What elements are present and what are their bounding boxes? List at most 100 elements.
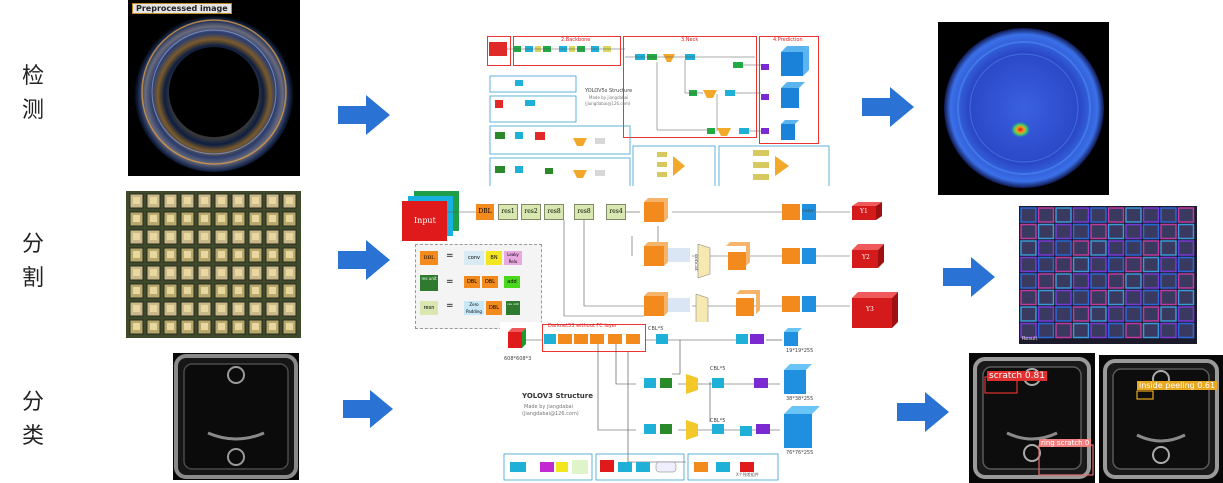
row-label-segment: 分 割 xyxy=(18,228,48,296)
row-label-char: 检 xyxy=(21,64,44,89)
segmentation-cell xyxy=(1125,289,1142,306)
chip-pad xyxy=(252,287,259,294)
segmentation-cell xyxy=(1125,273,1142,289)
arrow-right-icon xyxy=(338,240,390,280)
segmentation-cell xyxy=(1160,306,1177,322)
row-label-char: 分 xyxy=(21,390,44,415)
chip-pad xyxy=(133,305,140,312)
segmentation-cell xyxy=(1090,273,1107,289)
segmentation-cell xyxy=(1177,306,1195,322)
row-label-char: 测 xyxy=(21,98,44,123)
arrow-right-icon xyxy=(338,95,390,135)
chip-pad xyxy=(150,269,157,276)
input-image-package xyxy=(173,353,299,480)
chip-pad xyxy=(235,251,242,258)
segmentation-cell xyxy=(1090,306,1107,322)
chip-pad xyxy=(150,323,157,330)
legend-add: add xyxy=(504,276,520,288)
block-label: res4 xyxy=(609,208,623,215)
input-label: Input xyxy=(414,216,436,225)
diagram-made-by: Made by jiangdabai xyxy=(524,404,573,410)
segmentation-cell xyxy=(1177,223,1195,240)
segmentation-cell xyxy=(1160,207,1177,223)
chip-pad xyxy=(133,197,140,204)
heatmap-image xyxy=(944,28,1104,188)
segmentation-cell xyxy=(1037,289,1055,306)
prediction-section xyxy=(759,36,819,144)
chip-pad xyxy=(150,251,157,258)
output-heatmap xyxy=(938,22,1109,195)
chip-pad xyxy=(235,233,242,240)
row-label-char: 割 xyxy=(21,266,44,291)
yolov5s-structure-diagram: 2.Backbone 3.Neck 4.Prediction YOLOV5s S… xyxy=(485,32,831,192)
segmentation-grid-image xyxy=(1020,207,1195,339)
segmentation-cell xyxy=(1037,256,1055,273)
legend-resn: resn xyxy=(420,301,438,315)
segmentation-cell xyxy=(1125,256,1142,273)
block-label: res1 xyxy=(501,208,515,215)
arrow-right-icon xyxy=(897,392,949,432)
chip-pad xyxy=(150,233,157,240)
segmentation-cell xyxy=(1177,207,1195,223)
chip-pad xyxy=(235,269,242,276)
arrow-right-icon xyxy=(943,257,995,297)
chip-pad xyxy=(235,287,242,294)
chip-pad xyxy=(286,323,293,330)
segmentation-cell xyxy=(1107,306,1125,322)
chip-pad xyxy=(252,197,259,204)
diagram-title: YOLOV3 Structure xyxy=(522,392,593,400)
segmentation-cell xyxy=(1125,240,1142,256)
legend-res-unit: res unit xyxy=(506,301,520,315)
detection-image-1 xyxy=(973,357,1094,479)
segmentation-cell xyxy=(1055,289,1072,306)
detection-label-scratch: scratch 0.81 xyxy=(987,371,1047,381)
segmentation-cell xyxy=(1037,322,1055,339)
yolov3-structure-diagram: Darknet53 without FC layer 608*608*3 CBL… xyxy=(500,322,820,483)
segmentation-cell xyxy=(1072,207,1090,223)
segmentation-cell xyxy=(1090,223,1107,240)
segmentation-cell xyxy=(1055,207,1072,223)
segmentation-cell xyxy=(1072,322,1090,339)
chip-pad xyxy=(133,215,140,222)
legend-zero-padding: Zero Padding xyxy=(464,301,484,315)
segmentation-cell xyxy=(1177,273,1195,289)
chip-pad xyxy=(269,305,276,312)
block-label: DBL xyxy=(478,208,492,215)
chip-pad xyxy=(184,233,191,240)
segmentation-cell xyxy=(1055,273,1072,289)
residual-note: X个残差组件 xyxy=(736,472,759,477)
res2-block: res2 xyxy=(521,204,541,220)
segmentation-cell xyxy=(1072,306,1090,322)
chip-pad xyxy=(286,197,293,204)
chip-pad xyxy=(269,287,276,294)
section-label: 4.Prediction xyxy=(773,37,803,43)
chip-pad xyxy=(218,233,225,240)
arrow-right-icon xyxy=(343,390,393,428)
chip-pad xyxy=(286,251,293,258)
segmentation-cell xyxy=(1125,322,1142,339)
chip-pad xyxy=(218,305,225,312)
output-y2: Y2 xyxy=(862,254,870,261)
chip-pad xyxy=(201,233,208,240)
segmentation-cell xyxy=(1107,322,1125,339)
res8-block: res8 xyxy=(544,204,564,220)
chip-pad xyxy=(252,215,259,222)
preprocessed-tag: Preprocessed image xyxy=(132,3,232,14)
segmentation-cell xyxy=(1107,240,1125,256)
chip-pad xyxy=(286,233,293,240)
segmentation-cell xyxy=(1107,256,1125,273)
chip-pad xyxy=(252,233,259,240)
block-label: res2 xyxy=(524,208,538,215)
chip-pad xyxy=(167,215,174,222)
chip-pad xyxy=(133,251,140,258)
chip-pad xyxy=(286,305,293,312)
segmentation-cell xyxy=(1020,207,1037,223)
input-size-label: 608*608*3 xyxy=(504,356,532,362)
detection-label-inside-peeling: inside peeling 0.61 xyxy=(1137,381,1218,390)
segmentation-cell xyxy=(1020,306,1037,322)
chip-pad xyxy=(269,215,276,222)
yolov3-res-diagram: Input DBL res1 res2 res8 res8 res4 xyxy=(400,186,920,334)
segmentation-cell xyxy=(1055,322,1072,339)
input-image-ring: Preprocessed image xyxy=(128,0,300,176)
segmentation-cell xyxy=(1107,207,1125,223)
